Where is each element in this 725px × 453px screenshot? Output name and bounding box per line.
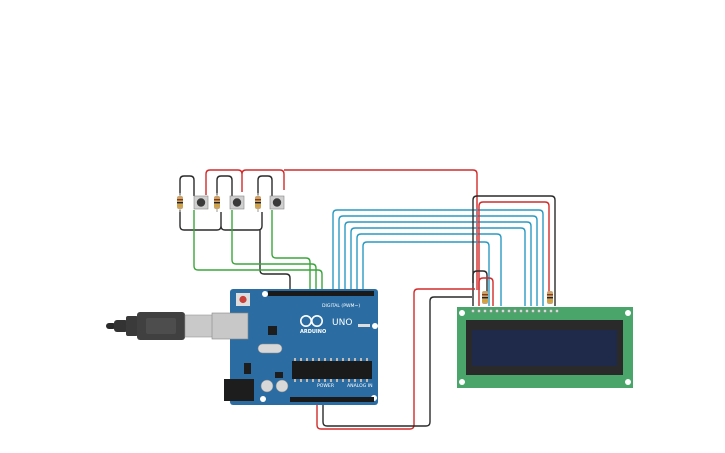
wire-black-btn1[interactable] [179,175,195,196]
lcd-pin-header[interactable] [471,309,559,313]
wire-red-lcd-top[interactable] [478,201,550,306]
wire-blue-3[interactable] [344,221,532,306]
wire-red-lcd-mid[interactable] [478,277,494,306]
power-header[interactable] [290,397,374,402]
lcd-16x2-module[interactable] [457,291,633,388]
lcd-resistor-1 [482,291,488,304]
power-jack [224,379,254,401]
reset-button[interactable] [236,293,250,306]
wire-blue-4[interactable] [350,227,526,306]
usb-cable[interactable] [106,312,214,340]
analog-label: ANALOG IN [347,383,373,389]
push-button-1[interactable] [193,195,209,210]
board-model: UNO [332,318,352,328]
wire-black-lcd-top[interactable] [472,195,556,306]
resistor-2 [214,193,220,212]
resistor-1 [177,193,183,212]
push-button-3[interactable] [269,195,285,210]
wire-green-btn3[interactable] [271,210,311,293]
arduino-uno-board[interactable]: DIGITAL (PWM~) POWER ANALOG IN ARDUINO U… [211,289,378,405]
digital-label: DIGITAL (PWM~) [322,303,360,309]
wire-green-btn2[interactable] [231,210,317,293]
lcd-resistor-2 [547,291,553,304]
wire-red-5v[interactable] [316,288,475,430]
wire-black-gnd[interactable] [322,296,472,427]
wire-black-btn3[interactable] [257,175,273,196]
arduino-logo [299,314,323,327]
input-buttons [177,193,285,212]
wire-blue-1[interactable] [332,209,544,306]
board-brand: ARDUINO [300,329,326,335]
digital-header[interactable] [268,291,374,296]
wire-blue-5[interactable] [356,233,502,306]
power-label: POWER [317,383,335,389]
chip-pins [294,358,368,382]
wire-blue-2[interactable] [338,215,538,306]
lcd-screen [472,330,617,366]
wire-blue-6[interactable] [362,241,490,306]
atmega-chip [292,361,372,379]
wire-red-rail[interactable] [205,169,478,290]
wire-green-btn1[interactable] [193,210,323,293]
wires [179,169,556,430]
wire-black-lcd-mid[interactable] [472,270,488,300]
wire-black-btn2[interactable] [216,175,233,196]
usb-jack [211,312,249,340]
push-button-2[interactable] [229,195,245,210]
resistor-3 [255,193,261,212]
wire-black-rail[interactable] [179,210,291,293]
